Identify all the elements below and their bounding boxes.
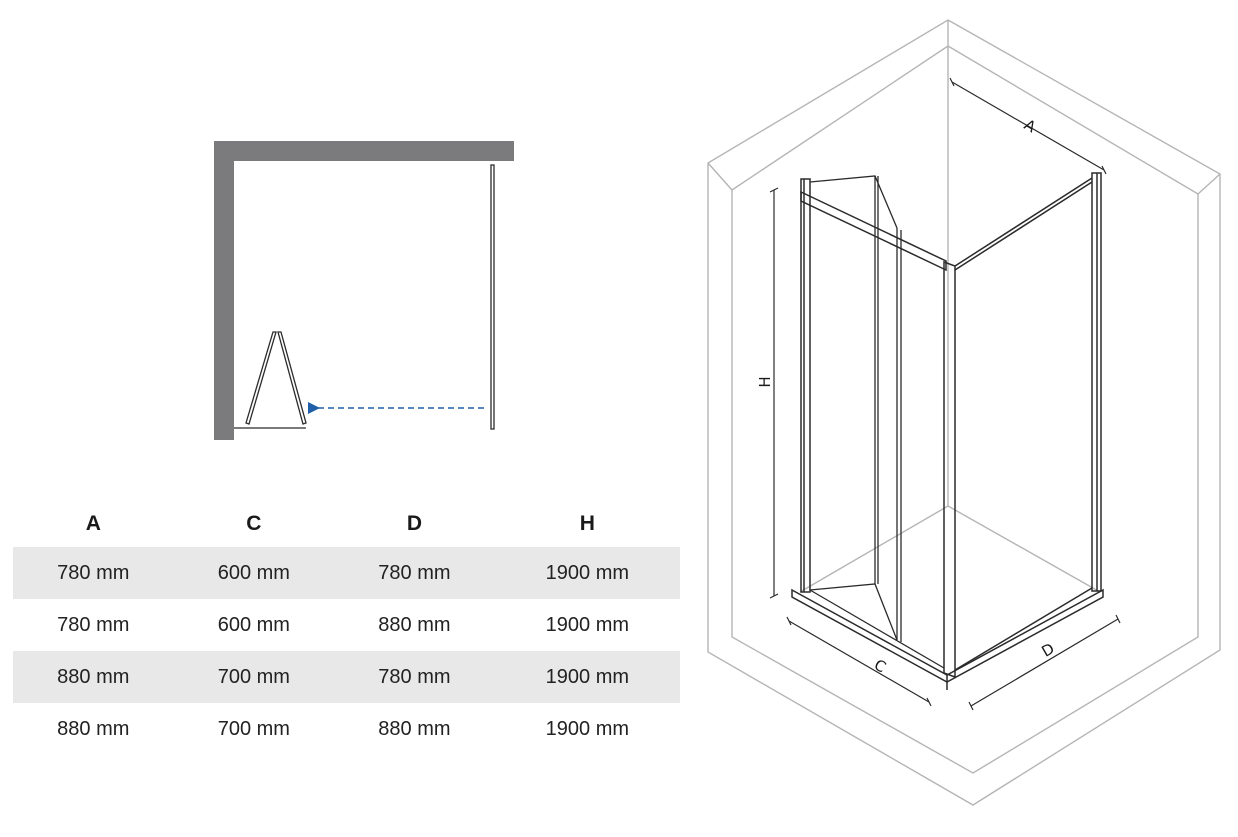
table-header-row: A C D H	[13, 500, 680, 547]
shower-top-view-plan	[214, 141, 514, 440]
shower-tray	[791, 588, 1104, 690]
cell-h: 1900 mm	[494, 651, 680, 703]
plan-fixed-side-panel	[490, 164, 495, 430]
table-row: 880 mm 700 mm 780 mm 1900 mm	[13, 651, 680, 703]
dimensions-table: A C D H 780 mm 600 mm 780 mm 1900 mm 780…	[13, 500, 680, 755]
room-outline	[707, 19, 1221, 806]
dimension-label-c: C	[871, 656, 889, 677]
table-row: 780 mm 600 mm 780 mm 1900 mm	[13, 547, 680, 599]
door-top-rail	[800, 190, 947, 272]
header-h: H	[579, 511, 595, 535]
cell-h: 1900 mm	[494, 547, 680, 599]
shower-isometric-drawing: A H C D	[707, 19, 1221, 806]
cell-d: 780 mm	[334, 547, 495, 599]
dimension-label-d: D	[1038, 639, 1057, 660]
header-c: C	[246, 511, 262, 535]
cell-c: 700 mm	[217, 717, 290, 740]
cell-a: 880 mm	[13, 651, 174, 703]
cell-a: 780 mm	[13, 547, 174, 599]
dimension-label-h: H	[756, 376, 774, 387]
plan-wall-left	[214, 141, 234, 440]
side-panel-frame	[954, 172, 1102, 671]
cell-h: 1900 mm	[545, 717, 630, 740]
cell-a: 780 mm	[57, 613, 130, 636]
dimension-line-a	[951, 81, 1105, 171]
table-row: 880 mm 700 mm 880 mm 1900 mm	[13, 703, 680, 755]
cell-d: 880 mm	[378, 717, 451, 740]
table-row: 780 mm 600 mm 880 mm 1900 mm	[13, 599, 680, 651]
cell-d: 880 mm	[378, 613, 451, 636]
dimension-lines	[769, 77, 1121, 711]
cell-d: 780 mm	[334, 651, 495, 703]
cell-c: 700 mm	[173, 651, 335, 703]
header-a: A	[85, 511, 101, 535]
cell-h: 1900 mm	[545, 613, 630, 636]
header-d: D	[406, 511, 422, 535]
cell-a: 880 mm	[57, 717, 130, 740]
plan-wall-top	[214, 141, 514, 161]
cell-c: 600 mm	[173, 547, 335, 599]
bifold-door-leaves	[809, 175, 945, 669]
plan-folded-door-leaf-left	[245, 331, 277, 425]
corner-post	[943, 260, 956, 679]
dimension-line-c	[788, 620, 930, 703]
cell-c: 600 mm	[217, 613, 290, 636]
dimension-line-d	[970, 618, 1119, 707]
door-frame-left-profile	[800, 178, 811, 593]
plan-folded-door-leaf-right	[277, 331, 307, 425]
dimension-label-a: A	[1021, 116, 1040, 137]
